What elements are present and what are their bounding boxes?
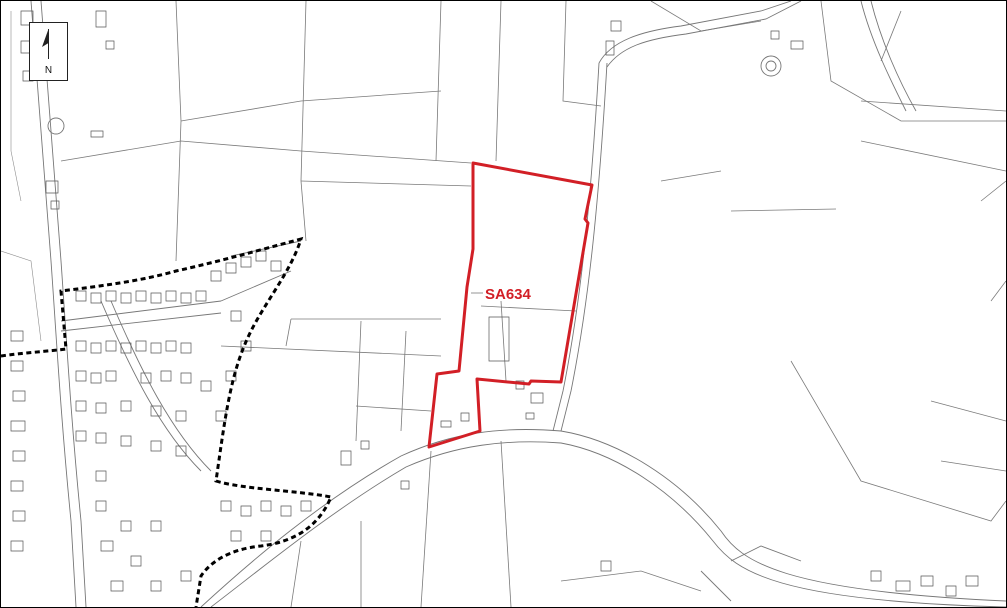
north-label: N xyxy=(44,65,53,76)
site-allocation-outline: SA634 xyxy=(427,161,594,449)
settlement-boundary xyxy=(1,236,334,607)
north-arrow: N xyxy=(29,22,68,81)
roads xyxy=(30,1,1006,607)
buildings xyxy=(10,10,979,597)
north-arrow-icon xyxy=(42,29,49,59)
site-label: SA634 xyxy=(485,286,532,303)
